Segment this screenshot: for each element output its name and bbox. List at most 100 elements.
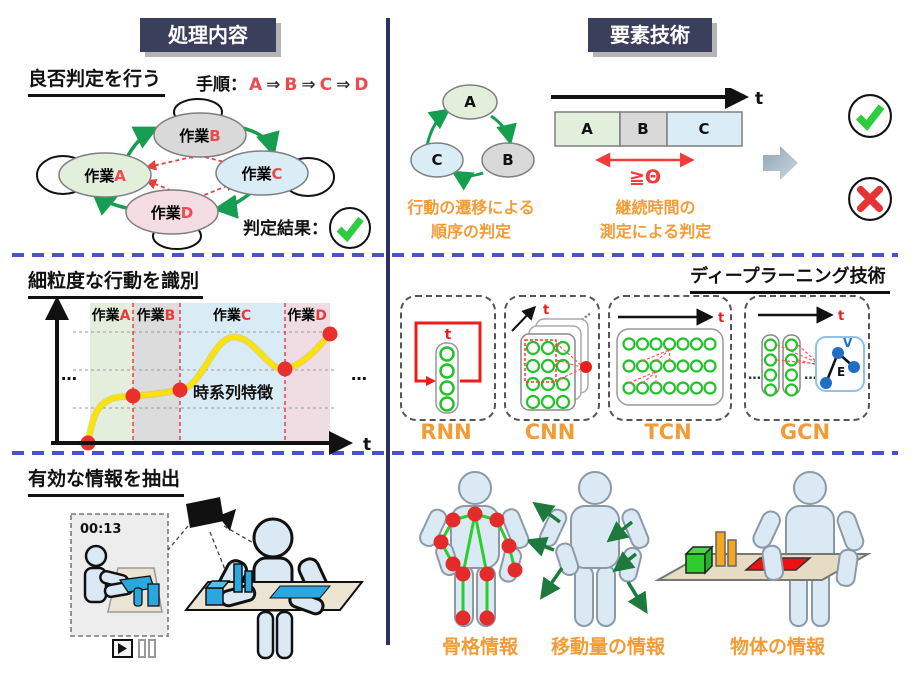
motion-figure xyxy=(528,471,650,627)
result-flow-arrow xyxy=(763,146,798,180)
cycle-node-a: A xyxy=(464,93,476,111)
skeleton-info-label: 骨格情報 xyxy=(441,636,518,658)
right-column-header: 要素技術 xyxy=(588,18,712,52)
state-a-label: 作業A xyxy=(84,167,126,185)
procedure-line: 手順：A⇒B⇒C⇒D xyxy=(196,70,371,95)
object-worker-arms xyxy=(761,544,859,587)
cycle-node-c: C xyxy=(431,151,442,169)
duration-caption-line1: 継続時間の xyxy=(615,198,696,217)
feature-points xyxy=(80,326,338,451)
pause-bar-1[interactable] xyxy=(138,639,146,658)
procedure-step-a: A xyxy=(249,75,263,95)
state-d-letter: D xyxy=(181,204,193,222)
tcn-box: t xyxy=(608,295,732,421)
cnn-units xyxy=(525,340,571,410)
region-a-letter: A xyxy=(120,308,131,324)
gcn-ellipsis-right: … xyxy=(804,368,817,383)
object-info-label: 物体の情報 xyxy=(729,636,825,658)
state-c-letter: C xyxy=(272,165,283,183)
rnn-box: t xyxy=(400,295,496,421)
segment-a: A xyxy=(581,120,593,138)
cnn-drawing: t … xyxy=(511,303,593,411)
state-transition-diagram: 作業A 作業B 作業C 作業D xyxy=(36,98,335,250)
region-c-prefix: 作業 xyxy=(213,307,242,324)
graph-v-label: V xyxy=(843,336,853,350)
play-icon xyxy=(118,643,127,654)
ng-cross-icon xyxy=(848,177,892,221)
tcn-dilation-lines xyxy=(628,349,671,384)
object-scene xyxy=(654,471,872,627)
cycle-node-b: B xyxy=(502,151,513,169)
cnn-box: t … xyxy=(504,295,600,421)
region-b-label: 作業B xyxy=(137,307,176,324)
video-timestamp: 00:13 xyxy=(80,522,121,537)
state-ellipses xyxy=(58,112,309,235)
cycle-diagram: A B C xyxy=(410,84,535,191)
region-a-label: 作業A xyxy=(92,307,131,324)
cnn-output-dot xyxy=(580,361,592,373)
video-scene xyxy=(83,544,163,613)
region-a-prefix: 作業 xyxy=(92,307,121,324)
segment-b: B xyxy=(637,120,648,138)
procedure-arrow-2: ⇒ xyxy=(301,75,316,95)
gcn-box: t … … V E xyxy=(744,295,870,421)
cycle-arrows xyxy=(425,108,517,191)
gcn-units xyxy=(763,338,799,397)
motion-info-label: 移動量の情報 xyxy=(550,636,665,658)
region-c-label: 作業C xyxy=(213,307,251,324)
horizontal-separator-2 xyxy=(12,451,898,455)
tcn-drawing: t xyxy=(616,308,724,406)
graph-nodes xyxy=(820,347,860,389)
region-b-prefix: 作業 xyxy=(137,307,166,324)
threshold-label: ≧Θ xyxy=(629,166,661,188)
region-d-label: 作業D xyxy=(287,307,327,324)
chart-t-label: t xyxy=(363,435,371,455)
vertical-divider xyxy=(386,18,390,645)
state-b-prefix: 作業 xyxy=(179,127,210,145)
state-b-letter: B xyxy=(209,127,220,145)
tcn-t-label: t xyxy=(718,311,724,326)
motion-arrows xyxy=(528,501,648,614)
horizontal-separator-1 xyxy=(12,253,898,257)
result-check-icon xyxy=(329,207,371,249)
procedure-step-c: C xyxy=(319,75,333,95)
timeseries-chart: 作業A 作業B 作業C 作業D t 時系列特徴 … … xyxy=(45,296,371,455)
judgment-title: 良否判定を行う xyxy=(28,64,166,97)
rnn-units xyxy=(439,346,455,412)
rnn-label: RNN xyxy=(420,420,472,444)
pause-bar-2[interactable] xyxy=(148,639,156,658)
procedure-step-d: D xyxy=(354,75,369,95)
gcn-drawing: t … … V E xyxy=(748,306,865,397)
duration-caption-line2: 測定による判定 xyxy=(599,222,712,241)
cnn-t-label: t xyxy=(543,303,549,318)
video-controls[interactable] xyxy=(112,639,156,658)
worker-figure xyxy=(183,517,365,660)
procedure-arrow-1: ⇒ xyxy=(266,75,281,95)
ellipsis-left: … xyxy=(61,365,77,384)
capture-scene: 00:13 xyxy=(70,497,365,660)
feature-annotation: 時系列特徴 xyxy=(193,383,274,402)
segment-c: C xyxy=(698,120,709,138)
camera-icon xyxy=(186,497,236,531)
transition-caption: 行動の遷移による 順序の判定 xyxy=(395,196,547,244)
state-c-label: 作業C xyxy=(241,165,282,183)
rnn-t-label: t xyxy=(445,327,452,343)
timeline-t-label: t xyxy=(755,89,763,109)
skeleton-figure xyxy=(419,471,530,627)
left-column-header: 処理内容 xyxy=(140,18,276,52)
cnn-label: CNN xyxy=(524,420,576,444)
procedure-arrow-3: ⇒ xyxy=(336,75,351,95)
ok-check-icon xyxy=(848,94,892,138)
region-b-letter: B xyxy=(165,308,176,324)
procedure-step-b: B xyxy=(284,75,298,95)
state-b-label: 作業B xyxy=(179,127,220,145)
state-d-prefix: 作業 xyxy=(151,204,182,222)
tcn-units xyxy=(622,337,717,395)
motion-body xyxy=(539,471,650,627)
region-d-prefix: 作業 xyxy=(287,307,316,324)
gcn-ellipsis-left: … xyxy=(748,368,761,383)
state-a-letter: A xyxy=(114,167,126,185)
duration-timeline: t A B C ≧Θ xyxy=(551,88,763,188)
skeleton-joints xyxy=(433,506,523,626)
chart-regions xyxy=(90,303,330,443)
